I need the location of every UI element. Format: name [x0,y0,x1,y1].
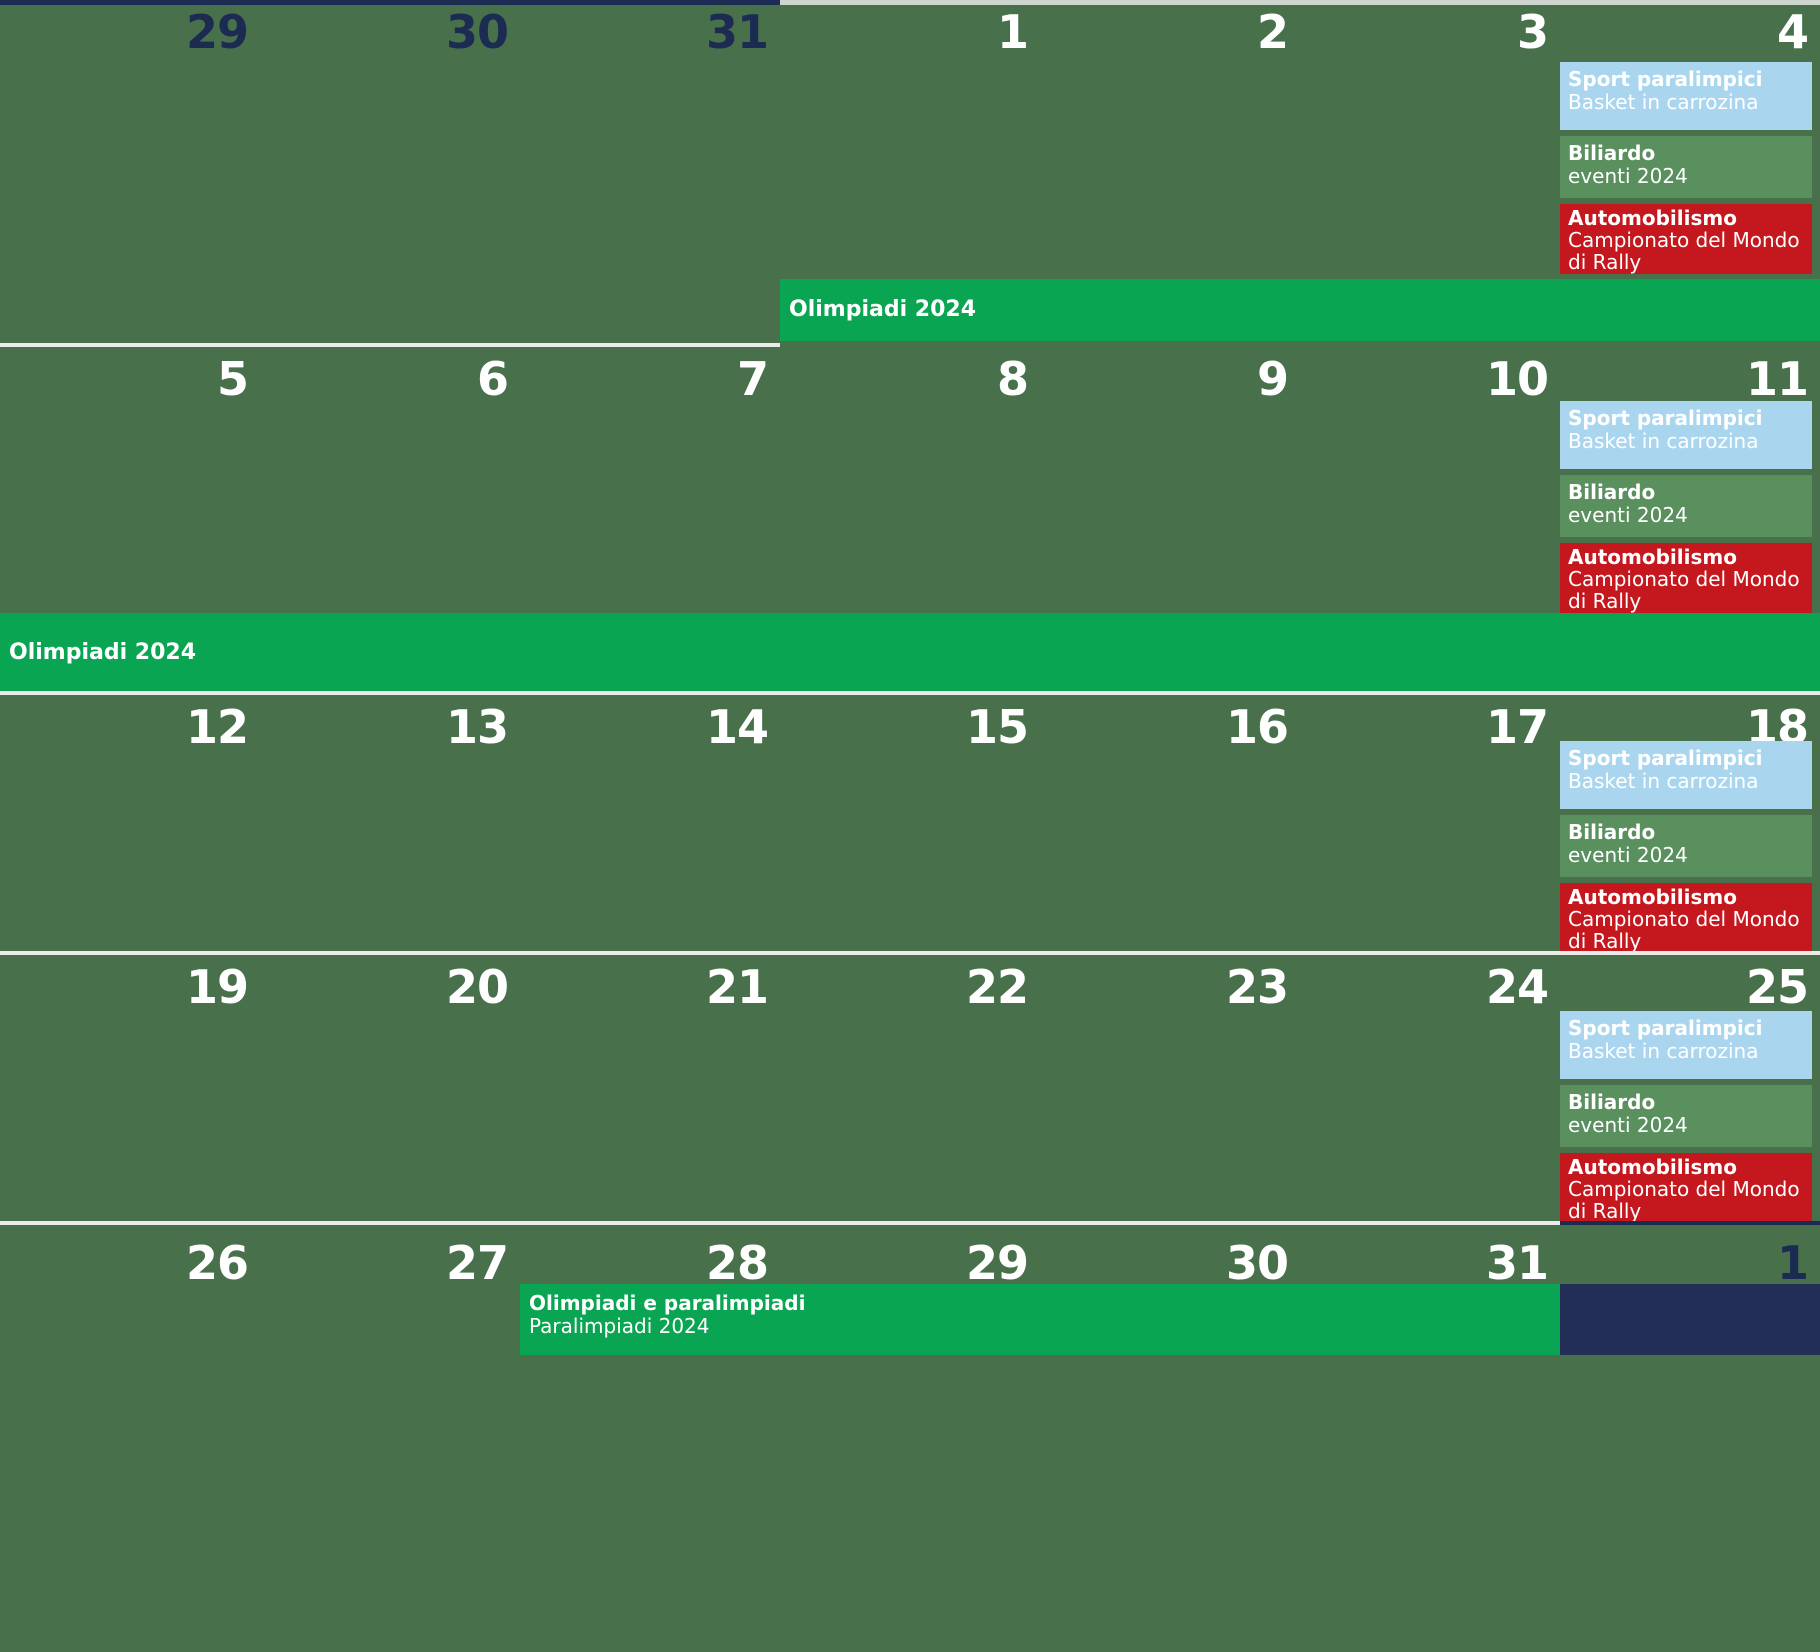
day-number-strip: 12 13 14 15 16 17 18 [0,695,1820,750]
event-title: Sport paralimpici [1568,1016,1763,1040]
event-title: Biliardo [1568,820,1656,844]
month-top-border-inside [780,0,1820,5]
day-events: Sport paralimpici Basket in carrozina Bi… [1560,62,1812,280]
day-cell[interactable]: 14 [705,700,769,754]
event-automobilismo[interactable]: Automobilismo Campionato del Mondo di Ra… [1560,543,1812,613]
day-cell[interactable]: 17 [1485,700,1549,754]
event-title: Biliardo [1568,480,1656,504]
next-month-top-border [1560,1221,1820,1225]
row-divider [0,1221,1560,1225]
day-cell[interactable]: 8 [996,352,1029,406]
day-cell[interactable]: 13 [445,700,509,754]
event-subtitle: eventi 2024 [1568,503,1688,527]
row-divider [0,343,780,347]
day-number-strip: 29 30 31 1 2 3 4 [0,0,1820,55]
multiday-bar-paralympics[interactable]: Olimpiadi e paralimpiadi Paralimpiadi 20… [520,1284,1560,1355]
event-subtitle: Campionato del Mondo di Rally [1568,567,1800,613]
day-cell[interactable]: 31 [705,5,769,59]
day-cell[interactable]: 3 [1516,5,1549,59]
event-subtitle: Basket in carrozina [1568,90,1759,114]
day-cell[interactable]: 30 [1225,1236,1289,1290]
event-title: Automobilismo [1568,885,1737,909]
day-events: Sport paralimpici Basket in carrozina Bi… [1560,1011,1812,1229]
event-subtitle: Campionato del Mondo di Rally [1568,1177,1800,1223]
event-title: Automobilismo [1568,206,1737,230]
row-divider [0,691,1820,695]
bar-label: Olimpiadi e paralimpiadi [529,1291,806,1315]
week-row-5: 26 27 28 29 30 31 1 Olimpiadi e paralimp… [0,1225,1820,1652]
event-title: Sport paralimpici [1568,746,1763,770]
event-title: Automobilismo [1568,545,1737,569]
event-subtitle: Campionato del Mondo di Rally [1568,907,1800,953]
event-automobilismo[interactable]: Automobilismo Campionato del Mondo di Ra… [1560,883,1812,953]
week-row-2: 5 6 7 8 9 10 11 Sport paralimpici Basket… [0,347,1820,695]
day-cell[interactable]: 28 [705,1236,769,1290]
row-divider [0,951,1820,955]
day-cell[interactable]: 22 [965,960,1029,1014]
month-top-border-outside [0,0,780,5]
day-events: Sport paralimpici Basket in carrozina Bi… [1560,401,1812,619]
event-sport-paralimpici[interactable]: Sport paralimpici Basket in carrozina [1560,62,1812,130]
event-biliardo[interactable]: Biliardo eventi 2024 [1560,136,1812,198]
day-cell[interactable]: 12 [185,700,249,754]
event-biliardo[interactable]: Biliardo eventi 2024 [1560,815,1812,877]
bar-label: Olimpiadi 2024 [789,297,977,322]
day-cell[interactable]: 5 [216,352,249,406]
day-events: Sport paralimpici Basket in carrozina Bi… [1560,741,1812,959]
day-cell[interactable]: 10 [1485,352,1549,406]
event-subtitle: eventi 2024 [1568,843,1688,867]
day-cell[interactable]: 31 [1485,1236,1549,1290]
event-title: Sport paralimpici [1568,67,1763,91]
week-row-3: 12 13 14 15 16 17 18 Sport paralimpici B… [0,695,1820,955]
event-title: Biliardo [1568,1090,1656,1114]
event-sport-paralimpici[interactable]: Sport paralimpici Basket in carrozina [1560,741,1812,809]
week-row-4: 19 20 21 22 23 24 25 Sport paralimpici B… [0,955,1820,1225]
bar-label: Olimpiadi 2024 [9,639,197,665]
event-sport-paralimpici[interactable]: Sport paralimpici Basket in carrozina [1560,1011,1812,1079]
event-biliardo[interactable]: Biliardo eventi 2024 [1560,475,1812,537]
day-cell[interactable]: 1 [1776,1236,1809,1290]
event-title: Sport paralimpici [1568,406,1763,430]
day-cell[interactable]: 9 [1256,352,1289,406]
day-cell[interactable]: 6 [476,352,509,406]
day-cell[interactable]: 11 [1745,352,1809,406]
day-cell[interactable]: 19 [185,960,249,1014]
event-subtitle: Basket in carrozina [1568,769,1759,793]
multiday-bar-olympics[interactable]: Olimpiadi 2024 [780,279,1820,341]
day-cell[interactable]: 24 [1485,960,1549,1014]
day-cell[interactable]: 1 [996,5,1029,59]
day-cell[interactable]: 29 [185,5,249,59]
day-cell[interactable]: 30 [445,5,509,59]
day-cell[interactable]: 2 [1256,5,1289,59]
day-cell[interactable]: 21 [705,960,769,1014]
event-title: Automobilismo [1568,1155,1737,1179]
day-cell[interactable]: 15 [965,700,1029,754]
day-number-strip: 5 6 7 8 9 10 11 [0,347,1820,402]
event-subtitle: Campionato del Mondo di Rally [1568,228,1800,274]
day-cell[interactable]: 25 [1745,960,1809,1014]
event-subtitle: eventi 2024 [1568,1113,1688,1137]
bar-next-month-continuation[interactable] [1560,1284,1820,1355]
day-cell[interactable]: 23 [1225,960,1289,1014]
day-cell[interactable]: 27 [445,1236,509,1290]
event-subtitle: Basket in carrozina [1568,1039,1759,1063]
event-subtitle: eventi 2024 [1568,164,1688,188]
event-biliardo[interactable]: Biliardo eventi 2024 [1560,1085,1812,1147]
day-cell[interactable]: 20 [445,960,509,1014]
day-cell[interactable]: 7 [736,352,769,406]
day-cell[interactable]: 16 [1225,700,1289,754]
day-number-strip: 19 20 21 22 23 24 25 [0,955,1820,1010]
week-row-1: 29 30 31 1 2 3 4 Sport paralimpici Baske… [0,0,1820,347]
bar-subtitle: Paralimpiadi 2024 [529,1314,710,1338]
event-title: Biliardo [1568,141,1656,165]
day-cell[interactable]: 29 [965,1236,1029,1290]
day-number-strip: 26 27 28 29 30 31 1 [0,1231,1820,1286]
event-subtitle: Basket in carrozina [1568,429,1759,453]
day-cell[interactable]: 26 [185,1236,249,1290]
event-automobilismo[interactable]: Automobilismo Campionato del Mondo di Ra… [1560,204,1812,274]
event-sport-paralimpici[interactable]: Sport paralimpici Basket in carrozina [1560,401,1812,469]
event-automobilismo[interactable]: Automobilismo Campionato del Mondo di Ra… [1560,1153,1812,1223]
multiday-bar-olympics[interactable]: Olimpiadi 2024 [0,613,1820,692]
day-cell[interactable]: 4 [1776,5,1809,59]
